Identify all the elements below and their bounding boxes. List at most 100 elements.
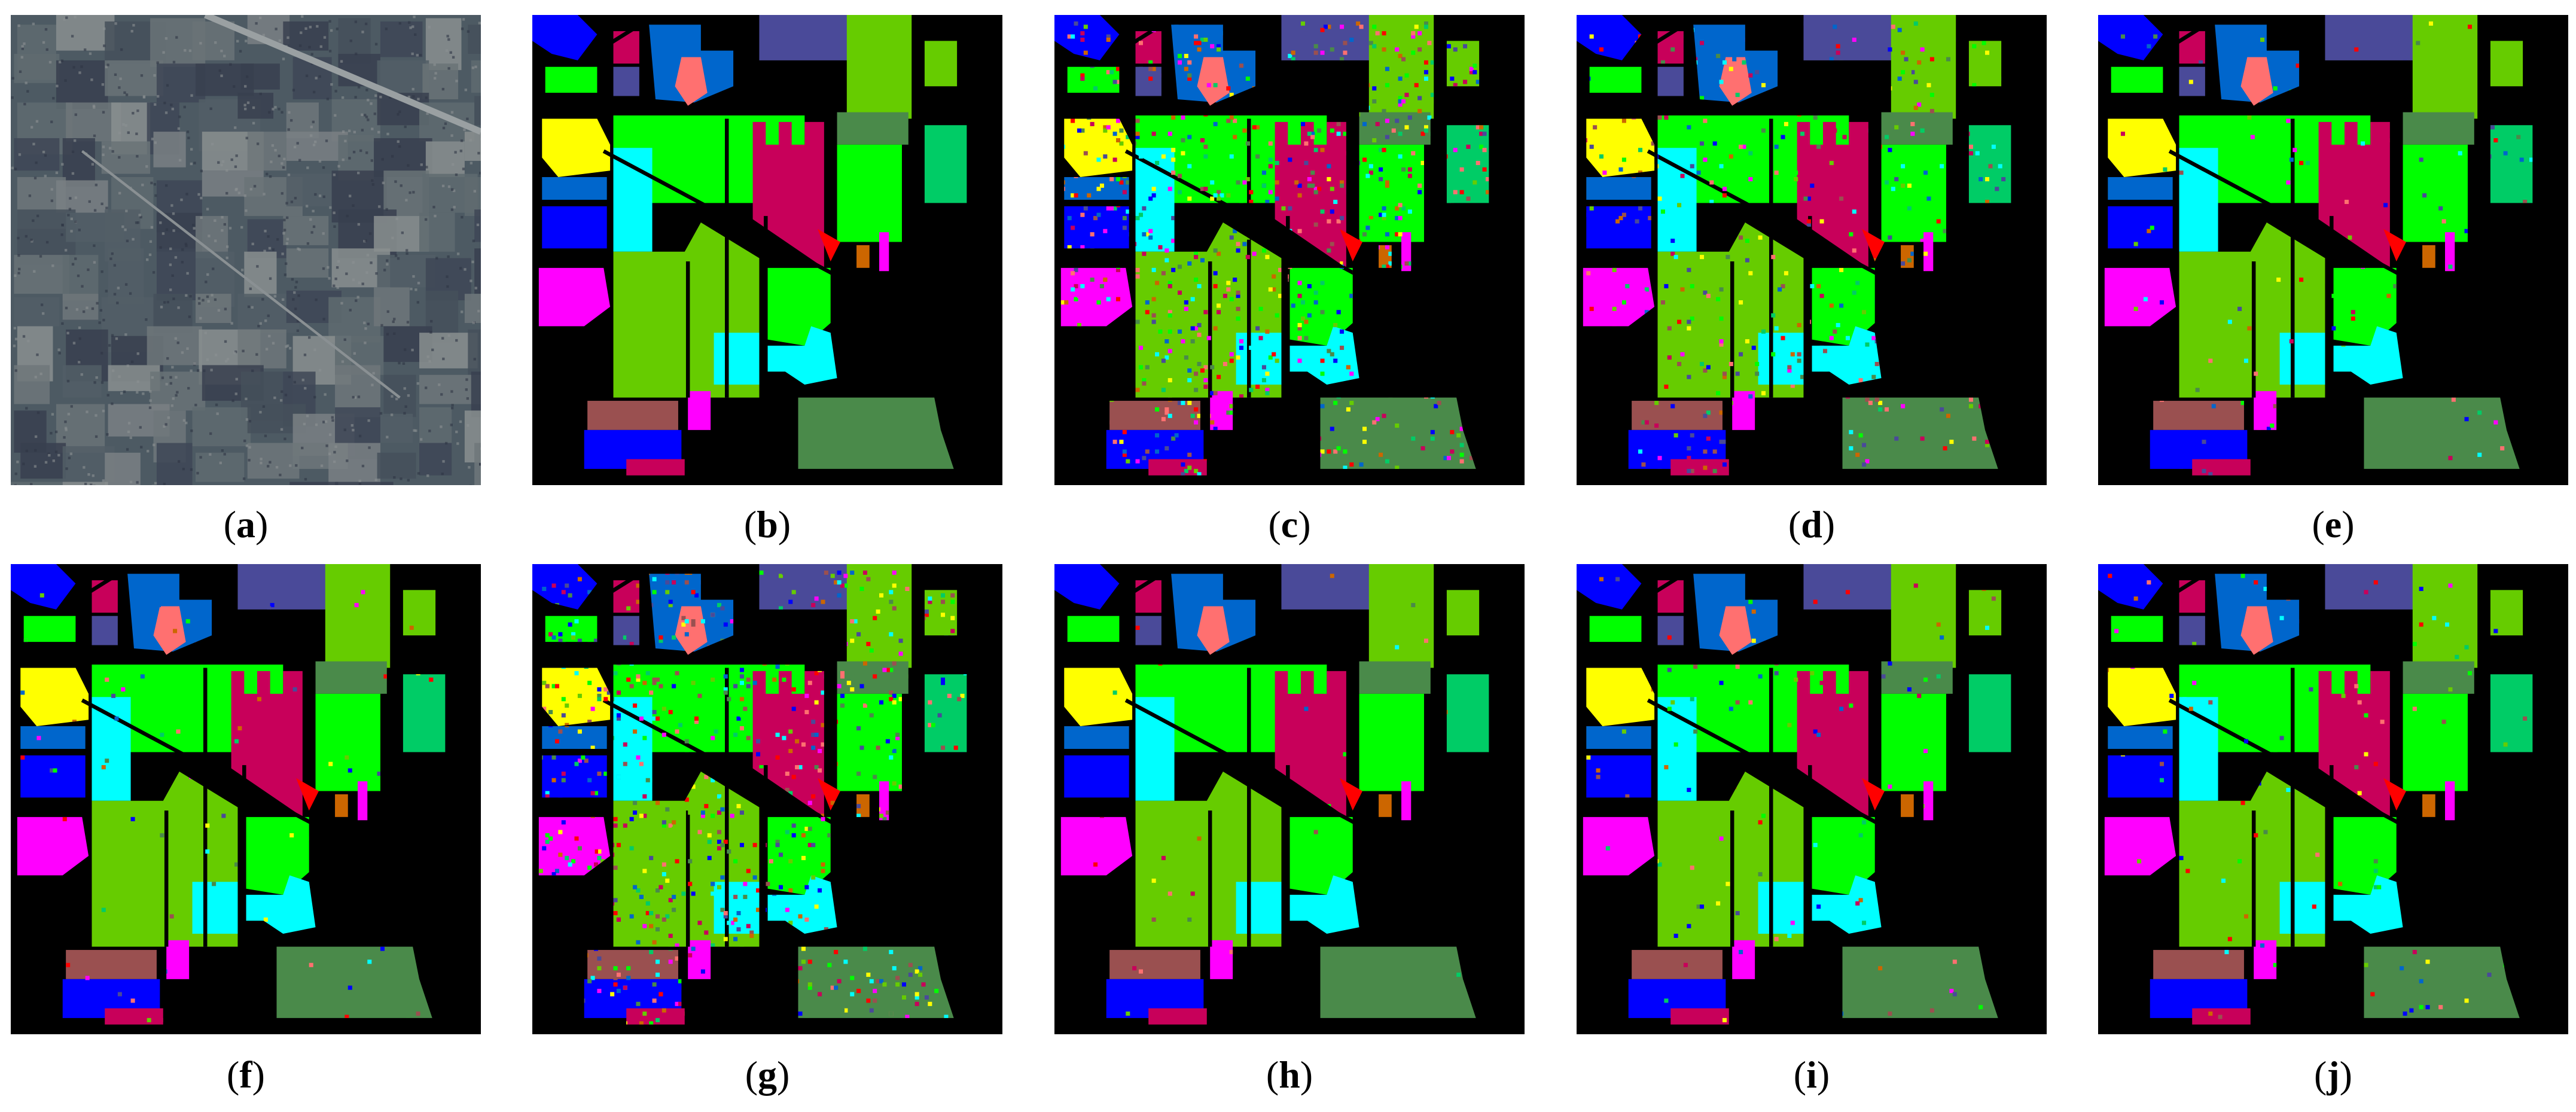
noise-pixel bbox=[1888, 235, 1892, 240]
speckle bbox=[294, 197, 297, 200]
field-boundary bbox=[1124, 564, 1179, 598]
noise-pixel bbox=[1949, 440, 1954, 444]
speckle bbox=[116, 301, 119, 304]
noise-pixel bbox=[1878, 407, 1883, 412]
class-region-olive-green bbox=[2412, 564, 2478, 668]
noise-pixel bbox=[1605, 846, 1610, 851]
noise-pixel bbox=[2286, 180, 2291, 185]
speckle bbox=[249, 287, 252, 291]
noise-pixel bbox=[766, 882, 770, 886]
class-region-red bbox=[1862, 229, 1885, 261]
noise-pixel bbox=[1687, 374, 1691, 379]
speckle bbox=[393, 318, 396, 321]
noise-pixel bbox=[1943, 229, 1947, 233]
noise-pixel bbox=[1304, 706, 1309, 711]
noise-pixel bbox=[711, 891, 715, 896]
noise-pixel bbox=[1135, 132, 1140, 136]
noise-pixel bbox=[2403, 1012, 2407, 1016]
speckle bbox=[132, 24, 135, 27]
class-region-blue bbox=[2098, 564, 2163, 610]
noise-pixel bbox=[1703, 157, 1708, 162]
noise-pixel bbox=[1155, 258, 1160, 263]
noise-pixel bbox=[1446, 456, 1451, 461]
class-region-magenta bbox=[688, 391, 711, 430]
speckle bbox=[36, 411, 40, 415]
noise-pixel bbox=[1673, 255, 1678, 260]
field-patch bbox=[20, 443, 66, 479]
speckle bbox=[352, 278, 355, 281]
class-region-olive-green bbox=[1968, 590, 2002, 636]
speckle bbox=[293, 291, 296, 294]
class-region-cyan bbox=[92, 697, 131, 801]
noise-pixel bbox=[1359, 462, 1364, 467]
speckle bbox=[447, 67, 450, 70]
noise-pixel bbox=[1187, 368, 1192, 373]
class-region-magenta bbox=[879, 232, 889, 272]
speckle bbox=[333, 450, 336, 454]
class-region-crimson bbox=[1148, 1008, 1207, 1025]
noise-pixel bbox=[1459, 190, 1464, 194]
noise-pixel bbox=[1703, 449, 1708, 454]
noise-pixel bbox=[1904, 57, 1909, 62]
noise-pixel bbox=[1881, 674, 1886, 679]
speckle bbox=[39, 255, 42, 258]
speckle bbox=[163, 425, 166, 428]
speckle bbox=[228, 227, 232, 230]
field-patches bbox=[11, 15, 481, 485]
noise-pixel bbox=[1064, 300, 1069, 305]
speckle bbox=[23, 102, 26, 106]
noise-pixel bbox=[905, 1014, 910, 1019]
speckle bbox=[379, 412, 383, 415]
speckle bbox=[395, 217, 398, 220]
noise-pixel bbox=[1213, 284, 1218, 288]
noise-pixel bbox=[717, 885, 722, 889]
noise-pixel bbox=[1142, 456, 1147, 461]
noise-pixel bbox=[565, 855, 569, 860]
speckle bbox=[231, 399, 234, 403]
noise-pixel bbox=[2386, 294, 2391, 298]
speckle bbox=[115, 337, 118, 340]
noise-pixel bbox=[850, 687, 855, 692]
noise-pixel bbox=[1255, 322, 1260, 328]
noise-pixel bbox=[733, 684, 738, 688]
noise-pixel bbox=[1194, 41, 1199, 45]
speckle bbox=[412, 275, 415, 278]
noise-pixel bbox=[354, 603, 359, 608]
noise-pixel bbox=[1327, 349, 1331, 354]
noise-pixel bbox=[659, 885, 663, 889]
speckle bbox=[221, 160, 225, 163]
noise-pixel bbox=[1272, 352, 1276, 357]
noise-pixel bbox=[1423, 60, 1429, 65]
noise-pixel bbox=[1349, 294, 1354, 298]
noise-pixel bbox=[1184, 306, 1188, 311]
noise-pixel bbox=[1417, 96, 1422, 100]
field-patch bbox=[425, 18, 462, 71]
noise-pixel bbox=[1145, 232, 1150, 237]
speckle bbox=[480, 138, 481, 141]
speckle bbox=[103, 27, 106, 31]
speckle bbox=[225, 191, 228, 195]
noise-pixel bbox=[1307, 177, 1312, 182]
noise-pixel bbox=[1398, 154, 1403, 159]
noise-pixel bbox=[1194, 420, 1199, 425]
noise-pixel bbox=[2373, 761, 2378, 766]
speckle bbox=[301, 15, 304, 18]
noise-pixel bbox=[649, 855, 654, 860]
noise-pixel bbox=[834, 950, 839, 955]
speckle bbox=[14, 167, 17, 170]
speckle bbox=[373, 112, 376, 115]
noise-pixel bbox=[850, 570, 855, 575]
class-region-sage bbox=[276, 946, 432, 1018]
noise-pixel bbox=[2464, 998, 2469, 1003]
noise-pixel bbox=[587, 778, 592, 782]
noise-pixel bbox=[1356, 21, 1361, 26]
speckle bbox=[135, 221, 138, 224]
noise-pixel bbox=[1226, 287, 1231, 292]
noise-pixel bbox=[1112, 690, 1117, 695]
noise-pixel bbox=[590, 976, 595, 980]
speckle bbox=[262, 405, 266, 408]
speckle bbox=[440, 393, 443, 396]
noise-pixel bbox=[2467, 25, 2473, 29]
noise-pixel bbox=[1940, 635, 1944, 640]
noise-pixel bbox=[665, 878, 670, 883]
